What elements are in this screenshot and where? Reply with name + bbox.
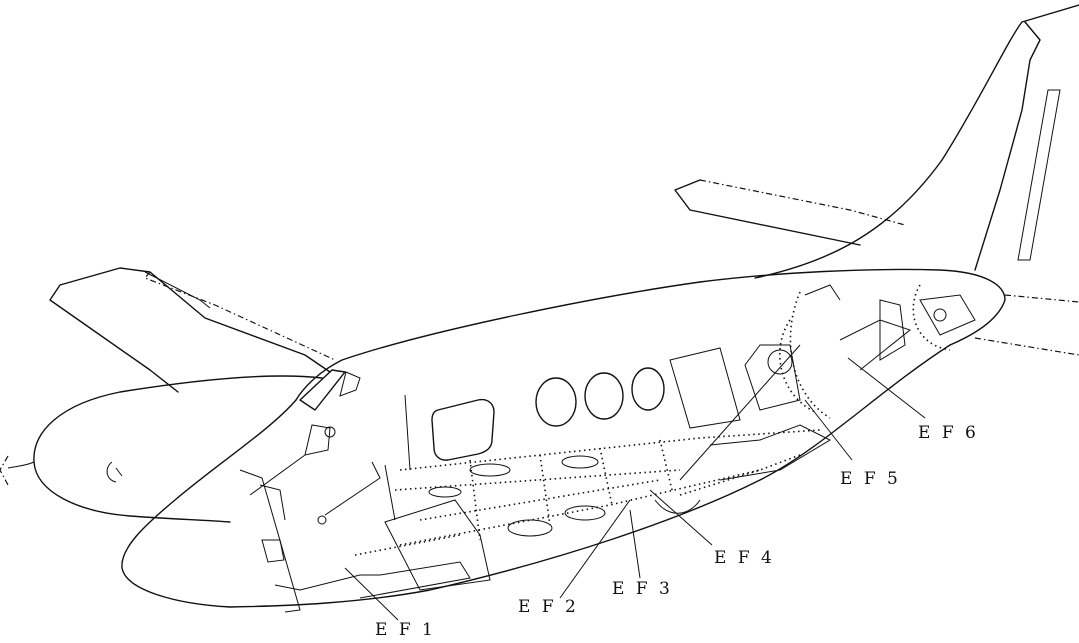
leader-ef6 (847, 357, 926, 419)
label-ef5: E F 5 (840, 469, 901, 489)
left-engine-nacelle (0, 375, 323, 523)
leader-ef2 (559, 499, 631, 599)
label-ef4: E F 4 (714, 548, 775, 568)
label-ef6: E F 6 (918, 423, 979, 443)
cabin-windows (431, 367, 665, 461)
leader-ef5 (804, 399, 853, 461)
cabin-window-1 (535, 377, 577, 427)
fuselage (121, 268, 1006, 608)
label-ef3: E F 3 (612, 579, 673, 599)
cabin-window-3 (631, 367, 665, 411)
cabin-window-2 (584, 372, 624, 420)
cabin-floor-structure (384, 344, 832, 591)
leader-lines (344, 344, 926, 621)
aft-frames (654, 284, 976, 514)
forward-control-linkage (239, 424, 471, 613)
cabin-door-window (431, 398, 495, 461)
label-ef1: E F 1 (375, 620, 436, 640)
left-wing (49, 267, 336, 393)
label-ef2: E F 2 (518, 597, 579, 617)
engine-intake-detail (106, 461, 123, 483)
leader-ef4 (649, 489, 713, 546)
frame-labels: E F 1 E F 2 E F 3 E F 4 E F 5 E F 6 (375, 423, 979, 640)
leader-ef3 (629, 509, 641, 579)
vertical-tail (754, 4, 1079, 279)
leader-ef1 (344, 567, 399, 621)
horizontal-stabilizer (674, 179, 1079, 356)
